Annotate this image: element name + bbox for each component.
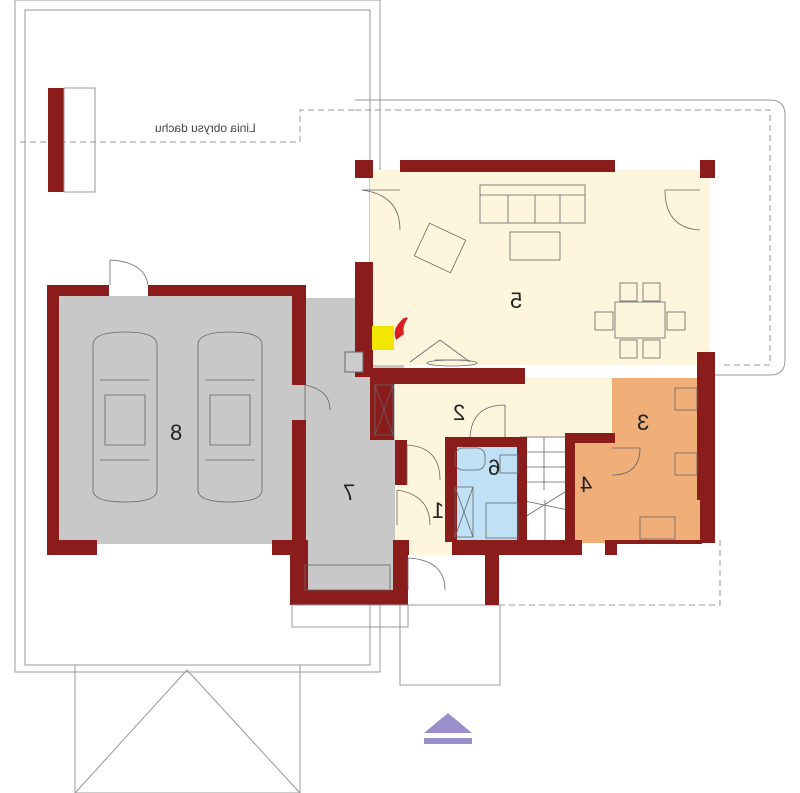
room-number: 3 [637,410,649,435]
window [291,604,409,628]
roof-outline-label: Linia obrysu dachu [155,121,256,135]
room-number: 7 [343,480,355,505]
furniture [304,184,698,591]
car-icon [92,331,158,503]
room-number: 4 [580,472,592,497]
room-number: 1 [432,498,444,523]
room-number: 2 [453,400,465,425]
room-number: 5 [510,288,522,313]
room-3-kitchen [612,378,704,543]
room-4 [570,440,612,543]
room-8-garage [58,296,302,544]
flame-icon [394,317,408,340]
room-5-living [370,170,710,365]
fireplace [372,326,394,350]
stairs-steps [519,437,569,542]
car-icon [197,331,263,503]
entrance-arrow-icon [424,713,472,744]
room-number: 8 [170,420,182,445]
walls [47,160,715,605]
porch-roof [74,664,301,793]
window [63,87,96,193]
chimney [344,351,364,373]
room-number: 6 [488,455,500,480]
doors [109,189,701,591]
wall [48,88,64,192]
